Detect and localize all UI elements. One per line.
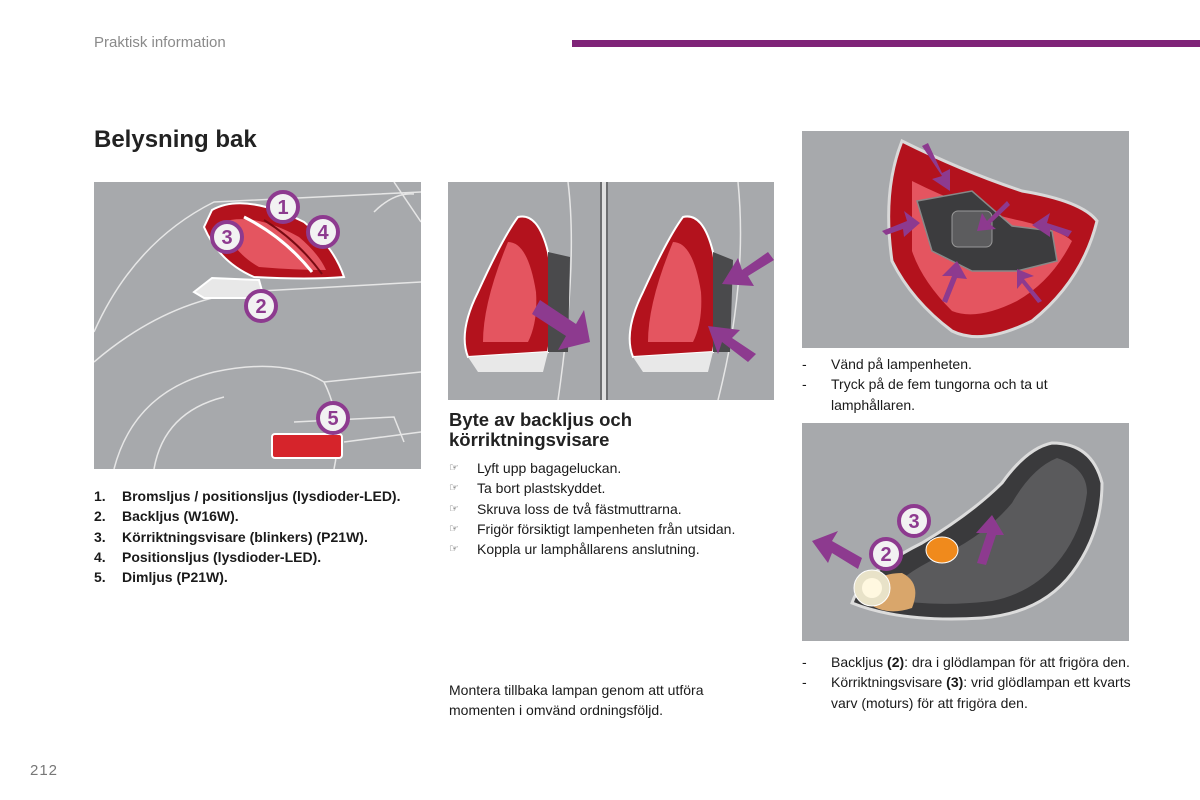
step-text: Frigör försiktigt lampenheten från utsid…	[477, 520, 736, 537]
instruction-text-post: : dra i glödlampan för att frigöra den.	[904, 654, 1130, 670]
list-item: - Backljus (2): dra i glödlampan för att …	[802, 652, 1142, 672]
list-item: 1. Bromsljus / positionsljus (lysdioder-L…	[94, 486, 424, 506]
part-number: 4.	[94, 548, 106, 565]
pointing-hand-icon: ☞	[449, 482, 459, 495]
list-item: 4. Positionsljus (lysdioder-LED).	[94, 547, 424, 567]
list-item: ☞ Frigör försiktigt lampenheten från utsi…	[449, 519, 779, 539]
part-number: 5.	[94, 569, 106, 586]
dash-marker: -	[802, 654, 807, 670]
reassembly-note: Montera tillbaka lampan genom att utföra…	[449, 682, 704, 719]
list-item: 3. Körriktningsvisare (blinkers) (P21W).	[94, 527, 424, 547]
list-item: - Vänd på lampenheten.	[802, 354, 1132, 374]
step-text: Skruva loss de två fästmuttrarna.	[477, 500, 682, 517]
pointing-hand-icon: ☞	[449, 522, 459, 535]
callout-2: 2	[255, 296, 266, 318]
list-item: 5. Dimljus (P21W).	[94, 567, 424, 587]
part-text: Dimljus (P21W).	[122, 569, 228, 586]
parts-list: 1. Bromsljus / positionsljus (lysdioder-L…	[94, 486, 424, 587]
step-text: Koppla ur lamphållarens anslutning.	[477, 541, 700, 558]
step-text: Ta bort plastskyddet.	[477, 480, 606, 497]
dash-marker: -	[802, 356, 807, 372]
bulb-instructions: - Backljus (2): dra i glödlampan för att …	[802, 652, 1142, 713]
list-item: 2. Backljus (W16W).	[94, 506, 424, 526]
part-text: Bromsljus / positionsljus (lysdioder-LED…	[122, 488, 401, 504]
instruction-text: Tryck på de fem tungorna och ta ut lamph…	[831, 376, 1048, 413]
callout-5: 5	[327, 408, 338, 430]
page-number: 212	[30, 762, 59, 779]
dash-marker: -	[802, 674, 807, 691]
list-item: ☞ Skruva loss de två fästmuttrarna.	[449, 499, 779, 519]
list-item: ☞ Koppla ur lamphållarens anslutning.	[449, 539, 779, 559]
dash-marker: -	[802, 376, 807, 393]
replacement-heading: Byte av backljus och körriktningsvisare	[449, 409, 633, 450]
instruction-text: Vänd på lampenheten.	[831, 356, 972, 372]
header-accent-bar	[572, 40, 1200, 47]
rear-lights-illustration: 1 2 3 4 5	[94, 182, 421, 469]
instruction-ref: (3)	[946, 674, 964, 691]
page-title: Belysning bak	[94, 126, 257, 153]
callout-3: 3	[221, 227, 232, 249]
instruction-text-pre: Backljus	[831, 654, 888, 670]
list-item: ☞ Ta bort plastskyddet.	[449, 478, 779, 498]
section-label: Praktisk information	[94, 34, 226, 51]
list-item: ☞ Lyft upp bagageluckan.	[449, 458, 779, 478]
bulb-callout-3: 3	[908, 511, 919, 533]
instruction-ref: (2)	[887, 654, 905, 670]
replacement-steps: ☞ Lyft upp bagageluckan. ☞ Ta bort plastsk…	[449, 458, 779, 559]
list-item: - Körriktningsvisare (3): vrid glödlampan…	[802, 672, 1142, 713]
pointing-hand-icon: ☞	[449, 462, 459, 474]
instruction-text-post: : vrid glödlampan ett kvarts varv (motur…	[831, 674, 1131, 711]
callout-1: 1	[277, 197, 288, 219]
lamp-holder-illustration	[802, 131, 1129, 348]
part-text: Körriktningsvisare (blinkers) (P21W).	[122, 528, 368, 545]
lamp-removal-illustration	[448, 182, 774, 400]
list-item: - Tryck på de fem tungorna och ta ut lamp…	[802, 374, 1132, 415]
part-number: 1.	[94, 488, 106, 504]
part-number: 3.	[94, 528, 106, 545]
step-text: Lyft upp bagageluckan.	[477, 460, 622, 476]
part-number: 2.	[94, 508, 106, 525]
callout-4: 4	[317, 222, 329, 244]
bulb-callout-2: 2	[880, 544, 891, 566]
part-text: Backljus (W16W).	[122, 508, 239, 525]
bulb-removal-illustration: 2 3	[802, 423, 1129, 641]
pointing-hand-icon: ☞	[449, 543, 459, 556]
instruction-text-pre: Körriktningsvisare	[831, 674, 947, 691]
holder-instructions: - Vänd på lampenheten. - Tryck på de fem t…	[802, 354, 1132, 415]
pointing-hand-icon: ☞	[449, 502, 459, 515]
part-text: Positionsljus (lysdioder-LED).	[122, 548, 322, 565]
